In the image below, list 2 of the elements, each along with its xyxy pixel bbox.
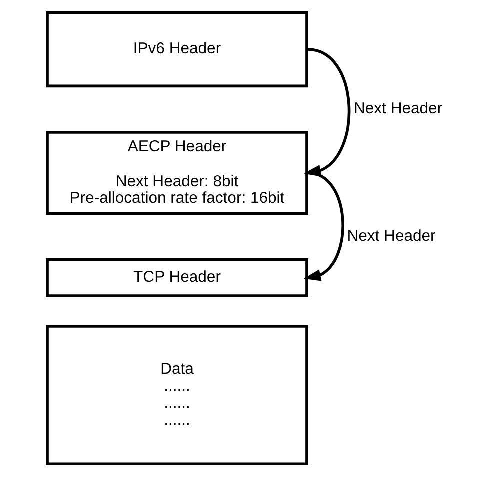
edge-label: Next Header	[346, 228, 436, 245]
edge-label: Next Header	[353, 100, 442, 118]
